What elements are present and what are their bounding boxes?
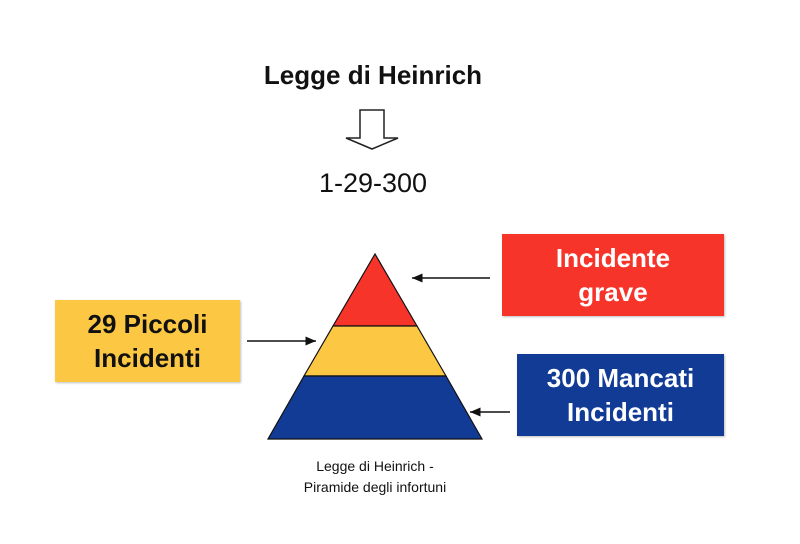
label-serious-incident: Incidente grave [502, 234, 724, 316]
pyramid-tier-serious [331, 252, 419, 327]
title: Legge di Heinrich [263, 60, 483, 90]
caption-line: Piramide degli infortuni [303, 479, 447, 495]
label-line: Incidente [555, 243, 671, 273]
pyramid-tier-minor [302, 325, 448, 377]
ratio: 1-29-300 [318, 168, 428, 198]
label-line: Incidenti [567, 397, 674, 427]
caption: Legge di Heinrich - Piramide degli infor… [268, 456, 482, 498]
label-line: 300 Mancati [546, 363, 695, 393]
caption-line: Legge di Heinrich - [316, 458, 434, 474]
label-line: Incidenti [94, 343, 201, 373]
label-line: grave [578, 277, 648, 307]
hollow-down-arrow-icon [345, 109, 399, 150]
label-line: 29 Piccoli [87, 309, 208, 339]
pyramid-tier-near-miss [266, 375, 484, 440]
